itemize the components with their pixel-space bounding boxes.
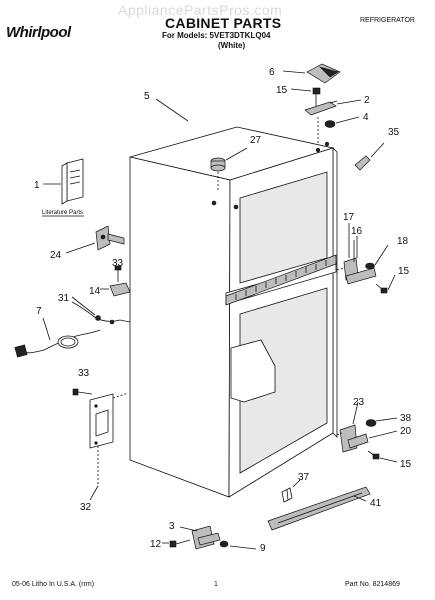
kickplate-part bbox=[267, 486, 371, 531]
callout-c17: 17 bbox=[343, 212, 355, 223]
bottom-hinge-part bbox=[336, 419, 377, 453]
callout-c35: 35 bbox=[388, 127, 400, 138]
models-line: For Models: 5VET3DTKLQ04 bbox=[162, 31, 271, 40]
top-hinge-part bbox=[304, 100, 338, 116]
mullion-rail bbox=[225, 254, 337, 306]
callout-c20: 20 bbox=[400, 426, 412, 437]
bracket-part bbox=[95, 225, 125, 251]
screw-part-lower bbox=[72, 388, 93, 396]
category-label: REFRIGERATOR bbox=[360, 17, 415, 24]
clip-part bbox=[281, 487, 293, 503]
callout-c15c: 15 bbox=[400, 459, 412, 470]
callout-c33a: 33 bbox=[112, 258, 124, 269]
part-number: Part No. 8214869 bbox=[345, 581, 400, 588]
literature-parts-label: Literature Parts bbox=[42, 210, 83, 216]
literature-part bbox=[61, 158, 84, 205]
whirlpool-logo: Whirlpool bbox=[6, 24, 71, 41]
hinge-screw-part bbox=[312, 87, 321, 106]
print-info: 05-06 Litho In U.S.A. (rrm) bbox=[12, 581, 95, 588]
callout-c14: 14 bbox=[89, 286, 101, 297]
callout-labels: 6152542735124171618331415317332338201532… bbox=[34, 67, 412, 554]
callout-c27: 27 bbox=[250, 135, 262, 146]
grommet-part bbox=[210, 157, 226, 172]
power-cord-part bbox=[14, 301, 131, 358]
callout-c3: 3 bbox=[169, 521, 175, 532]
callout-c7: 7 bbox=[36, 306, 42, 317]
callout-c12: 12 bbox=[150, 539, 162, 550]
plug-part bbox=[354, 155, 371, 171]
callout-c2: 2 bbox=[364, 95, 370, 106]
callout-c31: 31 bbox=[58, 293, 70, 304]
washer-part bbox=[324, 120, 336, 128]
callout-c41: 41 bbox=[370, 498, 382, 509]
hinge-screw-part-bottom bbox=[367, 450, 380, 460]
color-label: (White) bbox=[218, 41, 246, 50]
hinge-cover-part bbox=[306, 63, 341, 84]
callout-c9: 9 bbox=[260, 543, 266, 554]
callout-c18: 18 bbox=[397, 236, 409, 247]
callout-c24: 24 bbox=[50, 250, 62, 261]
hinge-screw-part-mid bbox=[375, 283, 388, 294]
callout-c33b: 33 bbox=[78, 368, 90, 379]
cabinet-shell bbox=[129, 117, 338, 498]
callout-c32: 32 bbox=[80, 502, 92, 513]
callout-c5: 5 bbox=[144, 91, 150, 102]
callout-c6: 6 bbox=[269, 67, 275, 78]
page-title: CABINET PARTS bbox=[165, 15, 282, 31]
lower-hinge-assembly bbox=[169, 525, 229, 550]
clamp-part bbox=[109, 282, 131, 297]
center-hinge-part bbox=[336, 240, 377, 285]
callout-c37: 37 bbox=[298, 472, 310, 483]
toe-grille-part bbox=[89, 393, 114, 449]
callout-c16: 16 bbox=[351, 226, 363, 237]
screw-part bbox=[114, 265, 122, 282]
callout-c23: 23 bbox=[353, 397, 365, 408]
callout-c15a: 15 bbox=[276, 85, 288, 96]
callout-c4: 4 bbox=[363, 112, 369, 123]
page-number: 1 bbox=[214, 581, 218, 588]
watermark: AppliancePartsPros.com bbox=[118, 2, 283, 18]
callout-c1: 1 bbox=[34, 180, 40, 191]
callout-c15b: 15 bbox=[398, 266, 410, 277]
callout-c38: 38 bbox=[400, 413, 412, 424]
